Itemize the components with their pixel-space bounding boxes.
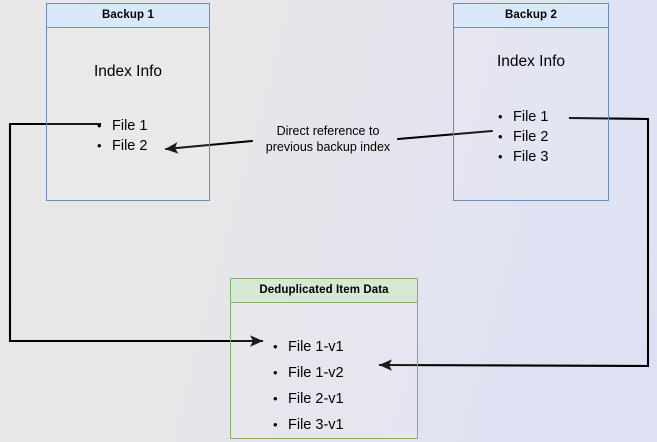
list-item: File 3: [498, 147, 548, 167]
node-deduplicated-item-data[interactable]: Deduplicated Item Data File 1-v1 File 1-…: [230, 278, 418, 439]
list-item: File 1: [97, 116, 147, 136]
node-backup-1-header: Backup 1: [47, 4, 209, 28]
list-item: File 1: [498, 107, 548, 127]
node-backup-2-header: Backup 2: [454, 4, 608, 28]
node-backup-1-subtitle: Index Info: [93, 63, 163, 80]
node-backup-2-file-list: File 1 File 2 File 3: [498, 107, 548, 167]
list-item: File 2: [97, 136, 147, 156]
edge-label-direct-reference: Direct reference to previous backup inde…: [265, 124, 391, 154]
list-item: File 1-v1: [273, 334, 344, 360]
list-item: File 3-v1: [273, 412, 344, 438]
node-backup-1-file-list: File 1 File 2: [97, 116, 147, 156]
node-dedup-file-list: File 1-v1 File 1-v2 File 2-v1 File 3-v1: [273, 334, 344, 438]
node-backup-2[interactable]: Backup 2 Index Info File 1 File 2 File 3: [453, 3, 609, 201]
list-item: File 2: [498, 127, 548, 147]
node-backup-2-subtitle: Index Info: [496, 53, 566, 70]
list-item: File 1-v2: [273, 360, 344, 386]
list-item: File 2-v1: [273, 386, 344, 412]
node-backup-1[interactable]: Backup 1 Index Info File 1 File 2: [46, 3, 210, 201]
node-dedup-header: Deduplicated Item Data: [231, 279, 417, 303]
